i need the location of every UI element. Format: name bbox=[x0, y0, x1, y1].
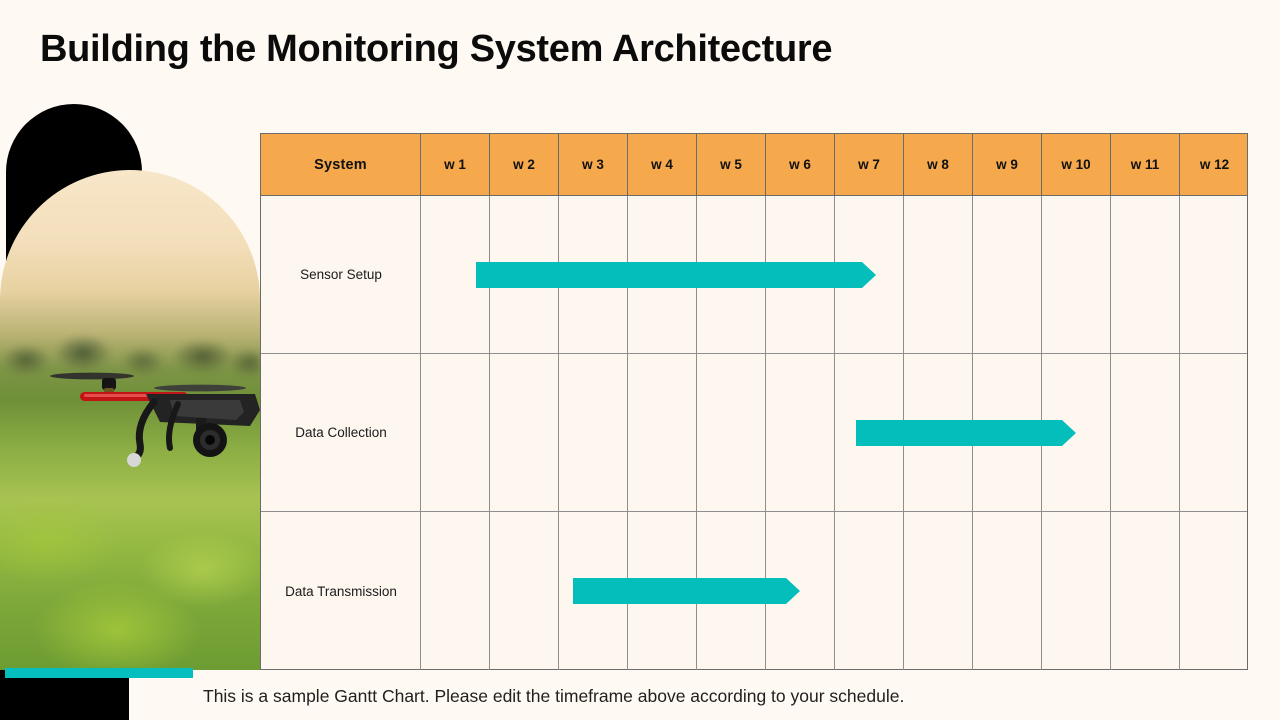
bar-area-sensor-setup bbox=[421, 196, 1247, 353]
drone-icon bbox=[50, 372, 260, 467]
column-header-w4: w 4 bbox=[628, 134, 697, 195]
bar-area-data-transmission bbox=[421, 512, 1247, 670]
table-row: Sensor Setup bbox=[261, 196, 1247, 354]
column-header-w1: w 1 bbox=[421, 134, 490, 195]
gantt-chart: System w 1 w 2 w 3 w 4 w 5 w 6 w 7 w 8 w… bbox=[260, 133, 1248, 670]
column-header-system: System bbox=[261, 134, 421, 195]
column-header-w3: w 3 bbox=[559, 134, 628, 195]
gantt-body: Sensor Setup Data Collection Data Transm… bbox=[261, 196, 1247, 670]
gantt-bar-sensor-setup[interactable] bbox=[476, 261, 877, 288]
column-header-w9: w 9 bbox=[973, 134, 1042, 195]
column-header-w2: w 2 bbox=[490, 134, 559, 195]
column-header-w10: w 10 bbox=[1042, 134, 1111, 195]
task-label-data-collection: Data Collection bbox=[295, 425, 387, 440]
drone-field-photo bbox=[0, 170, 260, 670]
task-label-sensor-setup: Sensor Setup bbox=[300, 267, 382, 282]
column-header-w11: w 11 bbox=[1111, 134, 1180, 195]
gantt-header-row: System w 1 w 2 w 3 w 4 w 5 w 6 w 7 w 8 w… bbox=[261, 134, 1247, 196]
chart-caption: This is a sample Gantt Chart. Please edi… bbox=[203, 686, 905, 706]
black-footer-block bbox=[0, 670, 129, 720]
column-header-w5: w 5 bbox=[697, 134, 766, 195]
gantt-bar-data-transmission[interactable] bbox=[572, 578, 801, 604]
teal-footer-bar bbox=[5, 668, 193, 678]
page-title: Building the Monitoring System Architect… bbox=[40, 28, 833, 70]
gantt-bar-data-collection[interactable] bbox=[855, 419, 1077, 446]
left-decoration-panel bbox=[0, 0, 262, 720]
column-header-w8: w 8 bbox=[904, 134, 973, 195]
column-header-w6: w 6 bbox=[766, 134, 835, 195]
task-label-data-transmission: Data Transmission bbox=[285, 583, 397, 599]
bar-area-data-collection bbox=[421, 354, 1247, 511]
table-row: Data Transmission bbox=[261, 512, 1247, 670]
column-header-w12: w 12 bbox=[1199, 157, 1230, 172]
column-header-w7: w 7 bbox=[835, 134, 904, 195]
table-row: Data Collection bbox=[261, 354, 1247, 512]
